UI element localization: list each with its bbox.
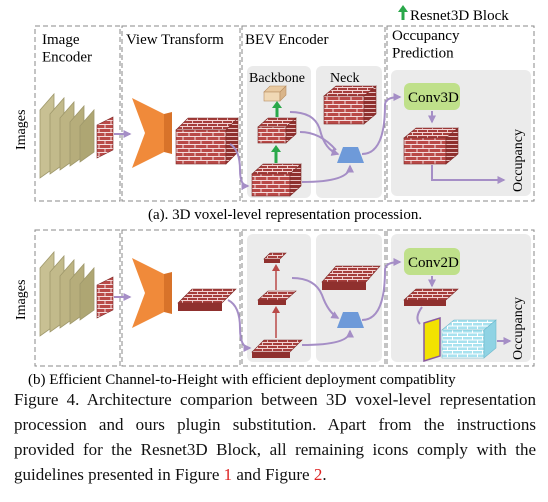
backbone-plane-mid-bottom bbox=[257, 290, 297, 305]
resnet3d-legend-label: Resnet3D Block bbox=[410, 8, 509, 24]
arrow-top-4 bbox=[301, 164, 354, 183]
image-stack-top bbox=[39, 92, 95, 179]
resnet-up-arrow-head bbox=[398, 5, 408, 12]
bev-encoder-box-bottom bbox=[241, 229, 386, 367]
conv3d-label: Conv3D bbox=[408, 90, 459, 106]
neck-trapezoid-top bbox=[337, 147, 364, 163]
figure-caption-middle: and Figure bbox=[232, 465, 314, 484]
image-stack-bottom bbox=[39, 250, 95, 337]
images-label-bottom: Images bbox=[14, 280, 29, 320]
view-transform-title: View Transform bbox=[126, 32, 224, 48]
image-feature-top bbox=[96, 116, 114, 159]
occupancy-prediction-box bbox=[386, 25, 535, 202]
figure-caption-end: . bbox=[322, 465, 327, 484]
occupancy-plane-bottom bbox=[403, 288, 459, 306]
arrow-top-3 bbox=[289, 111, 340, 156]
arrow-bottom-5 bbox=[291, 277, 340, 319]
figure-2-link[interactable]: 2 bbox=[313, 465, 323, 484]
arrow-bottom-2 bbox=[227, 299, 252, 352]
backbone-plane-large-bottom bbox=[251, 339, 303, 358]
bev-encoder-box bbox=[241, 25, 386, 202]
view-transform-box bbox=[121, 25, 241, 202]
channel-to-height-voxel bbox=[441, 319, 497, 359]
resnet3d-legend: Resnet3D Block bbox=[398, 5, 509, 24]
resnet-arrow-2-head bbox=[272, 101, 282, 108]
backbone-voxel-mid-top bbox=[257, 117, 297, 144]
bottom-panel: Images Occupancy bbox=[14, 229, 535, 388]
occupancy-label-top: Occupancy bbox=[511, 129, 526, 192]
view-voxel-top bbox=[175, 117, 239, 165]
neck-voxel-top bbox=[323, 85, 377, 125]
image-feature-bottom bbox=[96, 276, 114, 319]
neck-label: Neck bbox=[330, 71, 360, 86]
figure-1-link[interactable]: 1 bbox=[223, 465, 233, 484]
arrow-top-5 bbox=[299, 131, 337, 151]
channel-to-height-gate bbox=[423, 316, 441, 363]
view-plane-bottom bbox=[177, 288, 237, 311]
view-transform-shape-bottom bbox=[132, 258, 164, 328]
arrow-bottom-7 bbox=[361, 258, 402, 321]
conv2d-label: Conv2D bbox=[408, 255, 459, 271]
top-panel-caption: (a). 3D voxel-level representation proce… bbox=[148, 207, 422, 223]
backbone-voxel-small-top bbox=[263, 85, 287, 102]
image-encoder-box bbox=[34, 25, 121, 202]
arrow-top-8 bbox=[431, 165, 506, 184]
arrow-bottom-9 bbox=[416, 306, 423, 325]
figure-caption: Figure 4. Architecture comparion between… bbox=[14, 387, 536, 487]
arrow-top-2 bbox=[229, 143, 250, 190]
occupancy-box-bottom bbox=[386, 229, 535, 367]
bev-encoder-title: BEV Encoder bbox=[245, 32, 328, 48]
figure-caption-text: Figure 4. Architecture comparion between… bbox=[14, 390, 536, 484]
occupancy-label-bottom: Occupancy bbox=[511, 297, 526, 360]
occupancy-voxel-top bbox=[403, 127, 459, 165]
backbone-voxel-large-top bbox=[251, 163, 302, 197]
backbone-plane-small-bottom bbox=[263, 252, 287, 263]
arrow-top-6 bbox=[361, 93, 402, 155]
images-label-top: Images bbox=[14, 110, 29, 150]
conv3d-box bbox=[404, 83, 460, 110]
arrow-bottom-6 bbox=[301, 329, 354, 346]
bottom-panel-caption: (b) Efficient Channel-to-Height with eff… bbox=[28, 372, 456, 388]
view-transform-shape-top bbox=[132, 98, 164, 168]
neck-panel-bottom bbox=[316, 234, 382, 362]
conv2d-box bbox=[404, 248, 460, 275]
neck-plane-bottom bbox=[321, 265, 381, 290]
resnet-arrow-1-head bbox=[271, 145, 281, 152]
backbone-label: Backbone bbox=[249, 71, 305, 86]
neck-trapezoid-bottom bbox=[337, 312, 364, 328]
